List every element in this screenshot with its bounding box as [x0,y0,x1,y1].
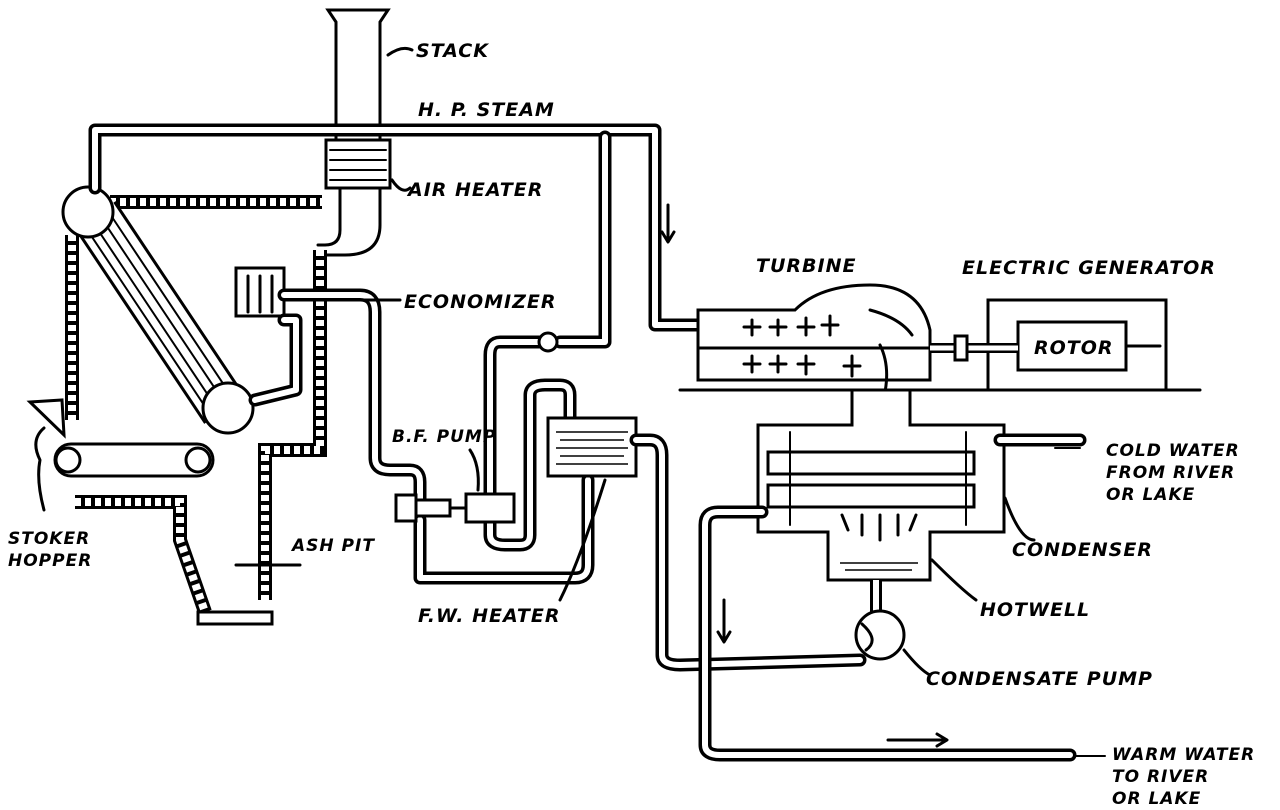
hp-steam-line [88,123,707,349]
label-rotor: ROTOR [1034,337,1114,359]
label-hp-steam: H. P. STEAM [418,99,555,121]
condenser [698,388,1106,762]
economizer [234,266,303,407]
label-ash-pit: ASH PIT [290,536,375,556]
air-heater [316,138,392,257]
rotor [1016,320,1128,372]
label-bf-pump: B.F. PUMP [392,427,496,447]
label-condensate-pump: CONDENSATE PUMP [926,668,1153,690]
steam-drum [61,185,115,239]
label-cold-water-2: FROM RIVER [1106,463,1235,483]
label-warm-water-2: TO RIVER [1112,767,1209,787]
coupling [953,334,969,362]
label-electric-generator: ELECTRIC GENERATOR [962,257,1216,279]
labels: STACK H. P. STEAM AIR HEATER ECONOMIZER … [8,40,1255,809]
stack [325,8,391,142]
mud-drum [201,381,255,435]
boiler-walls [65,195,327,626]
label-turbine: TURBINE [756,255,856,277]
label-air-heater: AIR HEATER [406,179,543,201]
label-cold-water-3: OR LAKE [1106,485,1195,505]
bf-pump [394,492,516,524]
label-cold-water-1: COLD WATER [1106,441,1240,461]
label-warm-water-3: OR LAKE [1112,789,1201,809]
label-stoker-1: STOKER [8,529,90,549]
label-warm-water-1: WARM WATER [1112,745,1255,765]
boiler [61,185,255,435]
stoker [26,398,215,512]
label-fw-heater: F.W. HEATER [418,605,560,627]
fw-heater [546,416,867,672]
label-condenser: CONDENSER [1012,539,1153,561]
hopper [26,398,66,439]
label-economizer: ECONOMIZER [404,291,557,313]
label-stoker-2: HOPPER [8,551,92,571]
leader-lines [234,46,1036,677]
condensate-pump [854,580,906,661]
label-hotwell: HOTWELL [980,599,1090,621]
electric-generator [930,298,1168,392]
turbine [678,283,1202,394]
label-stack: STACK [416,40,489,62]
